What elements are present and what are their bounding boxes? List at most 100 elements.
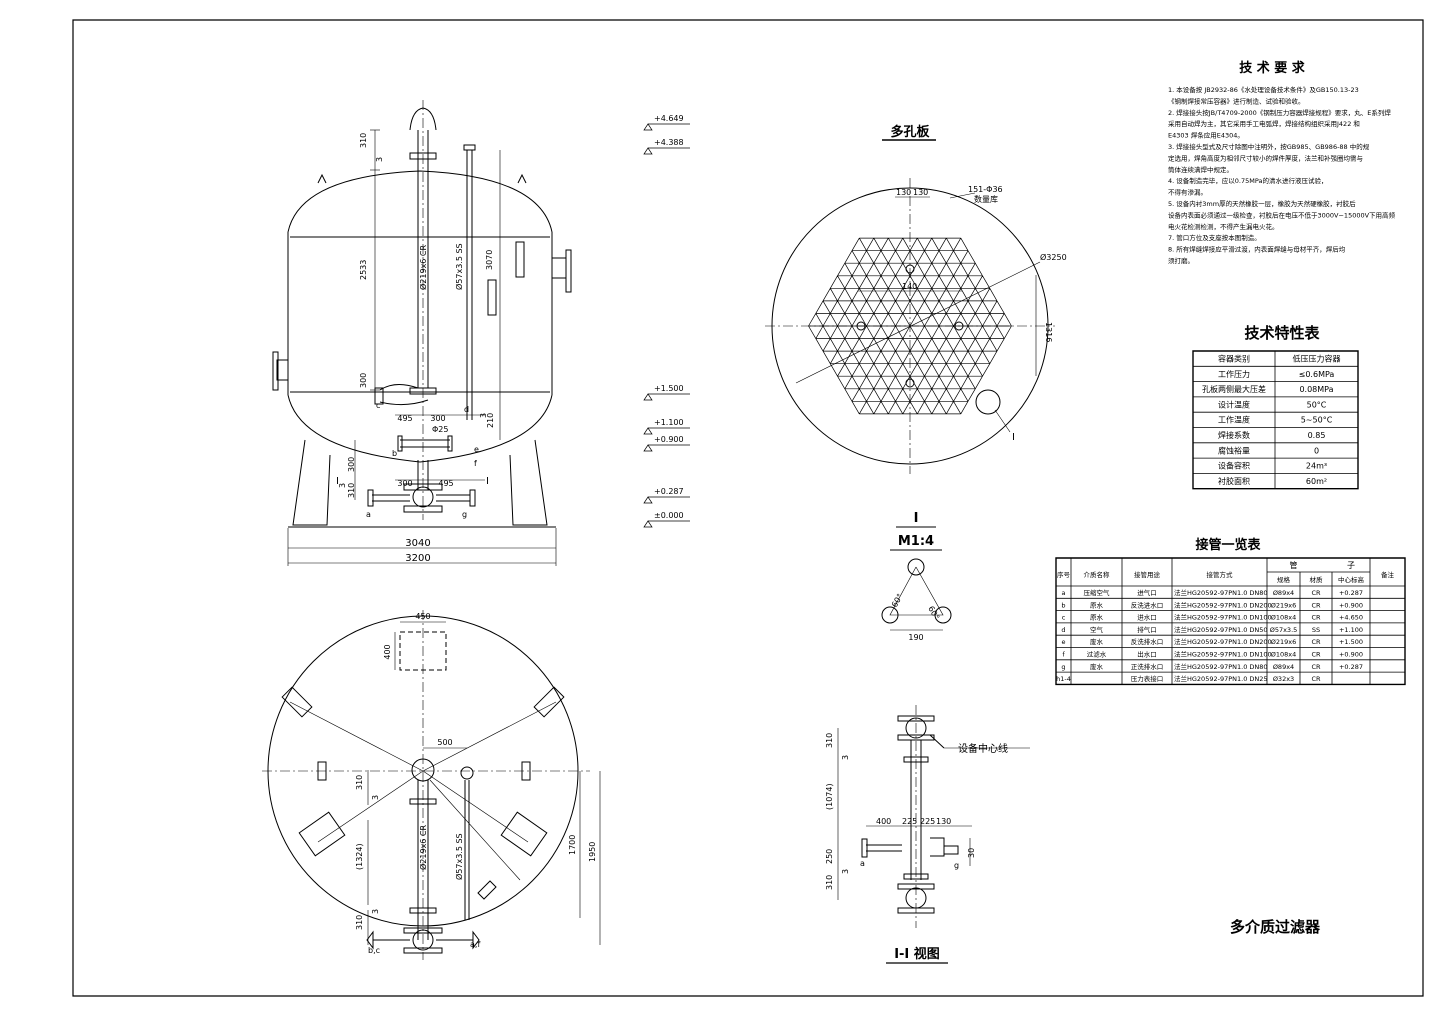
elev-4: +0.900 xyxy=(654,435,684,444)
plate-dim-count: 数量库 xyxy=(974,194,998,204)
sec-nozzle-g: g xyxy=(954,861,959,870)
plan-dim-3a: 3 xyxy=(371,795,380,800)
nozzle-col-remark: 备注 xyxy=(1381,570,1395,579)
detail-I-angle-a: 60° xyxy=(890,592,905,609)
nozzle-row-use: 压力表接口 xyxy=(1131,674,1164,683)
dim-v-1: 310 xyxy=(359,133,368,148)
nozzle-a: a xyxy=(366,510,371,519)
nozzle-col-elev: 中心标高 xyxy=(1338,575,1365,584)
plate-dim-dia: Ø3250 xyxy=(1040,252,1067,262)
nozzle-row-spec: Ø108x4 xyxy=(1271,614,1297,622)
nozzle-col-conn: 接管方式 xyxy=(1207,570,1234,579)
nozzle-row-use: 出水口 xyxy=(1137,650,1157,659)
elev-1: +4.388 xyxy=(654,138,684,147)
elevation-marks xyxy=(644,124,690,527)
nozzle-row-elev: +1.100 xyxy=(1339,626,1363,634)
tech-table-value: 24m³ xyxy=(1306,462,1327,471)
centerline-label: 设备中心线 xyxy=(958,742,1008,755)
tech-table-key: 腐蚀裕量 xyxy=(1218,445,1250,455)
nozzle-col-pipe-a: 管 xyxy=(1290,560,1298,570)
nozzle-row-conn: 法兰HG20592-97PN1.0 DN100 xyxy=(1174,650,1272,659)
perforated-plate-view: 多孔板 130 130 151-Φ36 数量库 Ø3250 140 1316 I xyxy=(765,124,1067,474)
tech-table-key: 孔板两侧最大压差 xyxy=(1202,384,1266,394)
nozzle-row-use: 反洗进水口 xyxy=(1131,600,1164,609)
nozzle-row-use: 进气口 xyxy=(1137,588,1157,597)
nozzle-row-elev: +4.650 xyxy=(1339,614,1363,622)
nozzle-row-elev: +1.500 xyxy=(1339,638,1363,646)
sec-dim-1074: (1074) xyxy=(825,783,834,810)
dim-v-4: 300 xyxy=(359,373,368,388)
tech-req-title: 技 术 要 求 xyxy=(1239,60,1306,76)
sec-dim-250: 250 xyxy=(825,849,834,864)
nozzle-row-conn: 法兰HG20592-97PN1.0 DN200 xyxy=(1174,600,1272,609)
plan-dim-1324: (1324) xyxy=(355,843,364,870)
nozzle-row-id: a xyxy=(1062,589,1066,597)
nozzle-row-conn: 法兰HG20592-97PN1.0 DN200 xyxy=(1174,637,1272,646)
tech-req-line: 须打磨。 xyxy=(1168,256,1194,265)
nozzle-row-medium: 空气 xyxy=(1090,625,1104,634)
nozzle-d: d xyxy=(464,405,469,414)
nozzle-row-medium: 过滤水 xyxy=(1087,650,1107,659)
tech-req-line: 4. 设备制造完毕，应以0.75MPa的清水进行液压试验， xyxy=(1168,176,1327,185)
detail-I-scale: M1:4 xyxy=(898,534,934,549)
detail-I-angle-b: 60° xyxy=(926,605,941,622)
nozzle-b: b xyxy=(392,449,397,458)
front-view-dims xyxy=(288,100,556,566)
tech-req-line: 设备内表面必须通过一级检查，衬胶后在电压不低于3000V~15000V下用高频 xyxy=(1168,210,1396,219)
nozzle-row-elev: +0.287 xyxy=(1339,663,1363,671)
nozzle-row-conn: 法兰HG20592-97PN1.0 DN80 xyxy=(1174,662,1268,671)
nozzle-f: f xyxy=(474,459,477,468)
nozzle-row-medium: 废水 xyxy=(1090,637,1104,646)
plate-dim-130a: 130 xyxy=(896,188,911,197)
dim-v-5: 3070 xyxy=(485,250,494,270)
nozzle-row-id: h1-4 xyxy=(1056,675,1071,683)
nozzle-row-use: 排气口 xyxy=(1137,625,1157,634)
tech-table-value: 50°C xyxy=(1307,400,1327,409)
nozzle-row-spec: Ø89x4 xyxy=(1273,589,1294,597)
hole-lattice xyxy=(809,238,1012,414)
tech-req-line: 筒体连续满焊中规定。 xyxy=(1168,165,1233,174)
nozzle-row-id: e xyxy=(1062,638,1066,646)
front-view xyxy=(273,108,571,527)
tech-table-value: 0.85 xyxy=(1308,431,1326,440)
front-view-labels: 3040 3200 310 3 2533 300 3070 300 310 3 … xyxy=(336,133,495,564)
tech-requirements: 技 术 要 求 1. 本设备按 JB2932-86《水处理设备技术条件》及GB1… xyxy=(1168,60,1396,265)
tech-req-line: 5. 设备内衬3mm厚的天然橡胶一层，橡胶为天然硬橡胶，衬胶后 xyxy=(1168,199,1356,208)
plan-dim-3b: 3 xyxy=(371,909,380,914)
tech-table-title: 技术特性表 xyxy=(1244,324,1320,342)
drawing-border xyxy=(73,20,1423,996)
tech-table-key: 焊接系数 xyxy=(1218,430,1250,440)
sec-dim-130: 130 xyxy=(936,817,951,826)
nozzle-row-material: CR xyxy=(1311,589,1321,597)
nozzle-row-id: b xyxy=(1061,601,1065,609)
tech-req-line: 3. 焊接接头型式及尺寸除图中注明外，按GB985、GB986-88 中的规 xyxy=(1168,142,1370,151)
nozzle-row-id: c xyxy=(1062,614,1066,622)
tech-table-value: 60m² xyxy=(1306,477,1327,486)
tech-req-line: 2. 焊接接头按JB/T4709-2000《钢制压力容器焊接规程》要求，丸、E系… xyxy=(1168,108,1391,117)
sec-dim-310a: 310 xyxy=(825,733,834,748)
dim-h-495: 495 xyxy=(397,414,412,423)
nozzle-row-id: f xyxy=(1062,651,1065,659)
dim-v-9: 210 xyxy=(486,413,495,428)
section-mark-left: I xyxy=(336,476,339,487)
nozzle-row-material: CR xyxy=(1311,601,1321,609)
detail-I-dim-190: 190 xyxy=(908,633,923,642)
detail-I-view: I M1:4 60° 60° 190 xyxy=(882,511,951,642)
plan-view xyxy=(262,610,590,960)
dim-v-7: 310 xyxy=(347,483,356,498)
dim-h-495b: 495 xyxy=(438,479,453,488)
sec-dim-400: 400 xyxy=(876,817,891,826)
sec-dim-3b: 3 xyxy=(841,869,850,874)
sec-nozzle-a: a xyxy=(860,859,865,868)
plan-view-dims xyxy=(368,622,600,945)
plan-pipe-ss: Ø57x3.5 SS xyxy=(454,833,464,880)
nozzle-row-use: 正洗排水口 xyxy=(1131,662,1164,671)
detail-I-title: I xyxy=(914,511,919,526)
plan-nozzle-bc: b,c xyxy=(368,946,380,955)
lattice-lines xyxy=(809,238,1012,414)
nozzle-row-id: d xyxy=(1061,626,1065,634)
plan-dim-450: 450 xyxy=(415,612,430,621)
elev-3: +1.100 xyxy=(654,418,684,427)
